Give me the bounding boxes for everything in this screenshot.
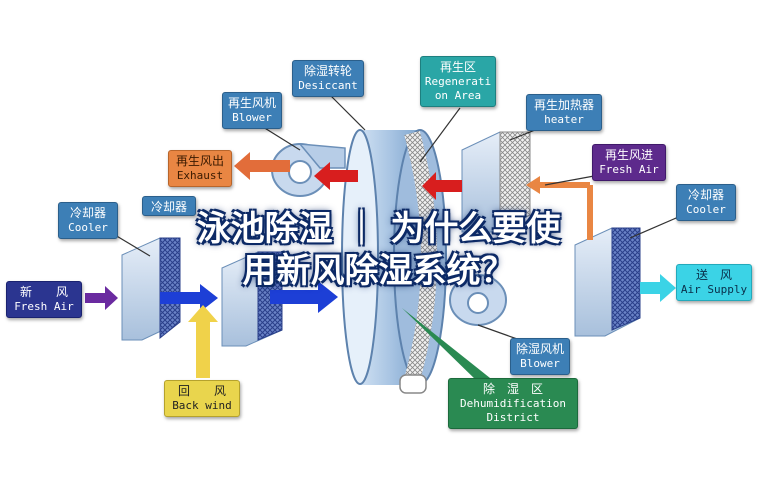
regen-blower-label: 再生风机 Blower [222,92,282,129]
desiccant-label: 除湿转轮 Desiccant [292,60,364,97]
regen-heater-en: heater [544,113,584,126]
regeneration-area-label: 再生区 Regenerati on Area [420,56,496,107]
back-wind-label: 回 风 Back wind [164,380,240,417]
cooler-right-zh: 冷却器 [687,188,724,202]
regen-fresh-air-zh: 再生风进 [604,148,653,162]
air-supply-en: Air Supply [680,283,748,296]
heater-unit [461,131,531,233]
article-headline: 泳池除湿 ｜ 为什么要使 用新风除湿系统？ [0,208,757,292]
cooler-right-label: 冷却器 Cooler [676,184,736,221]
back-wind-arrow [188,305,218,378]
cooler-left-unit [121,237,181,341]
cooler-left-zh: 冷却器 [69,206,106,220]
dehum-district-pointer [402,308,490,382]
regen-return-arrow [314,162,358,190]
cooler-right-en: Cooler [686,203,726,216]
regen-fresh-air-head [526,176,540,194]
desiccant-zh: 除湿转轮 [303,64,352,78]
cooler-partial-zh: 冷却器 [150,200,187,214]
fresh-air-arrow [85,286,118,310]
dehum-district-en2: District [486,410,540,424]
regen-heater-zh: 再生加热器 [533,98,594,112]
exhaust-arrow [234,152,290,180]
exhaust-en: Exhaust [176,169,224,182]
regeneration-area-en1: Regenerati [424,75,492,88]
dehum-blower-zh: 除湿风机 [515,342,564,356]
back-wind-zh: 回 风 [177,384,226,398]
regen-blower-en: Blower [232,111,272,124]
regen-blower-zh: 再生风机 [227,96,276,110]
cooler-left-en: Cooler [68,221,108,234]
desiccant-wheel [341,129,447,394]
desiccant-en: Desiccant [298,79,358,92]
regen-heater-label: 再生加热器 heater [526,94,602,131]
fresh-air-label: 新 风 Fresh Air [6,281,82,318]
air-supply-arrow [640,274,676,302]
cooler-partial-label: 冷却器 [142,196,196,216]
dehum-blower-label: 除湿风机 Blower [510,338,570,375]
regeneration-area-en2: on Area [434,88,482,102]
regen-heated-arrow [422,172,462,200]
exhaust-label: 再生风出 Exhaust [168,150,232,187]
air-supply-zh: 送 风 [695,268,732,282]
dehum-district-en1: Dehumidification [460,397,566,410]
dehum-blower-housing [449,274,507,326]
fresh-air-en: Fresh Air [14,300,74,313]
regeneration-area-zh: 再生区 [439,60,476,74]
dehum-district-label: 除 湿 区 Dehumidification District [448,378,578,429]
dehum-district-zh: 除 湿 区 [482,382,543,396]
process-air-arrows [160,281,338,313]
headline-line-2: 用新风除湿系统？ [242,251,515,291]
regen-fresh-air-en: Fresh Air [599,163,659,176]
fresh-air-zh: 新 风 [19,285,68,299]
regen-fresh-air-label: 再生风进 Fresh Air [592,144,666,181]
air-supply-label: 送 风 Air Supply [676,264,752,301]
dehum-blower-en: Blower [520,357,560,370]
exhaust-zh: 再生风出 [175,154,224,168]
headline-line-1: 泳池除湿 ｜ 为什么要使 [196,209,561,249]
back-wind-en: Back wind [172,399,232,412]
cooler-left-label: 冷却器 Cooler [58,202,118,239]
cooler-right-unit [574,227,641,337]
